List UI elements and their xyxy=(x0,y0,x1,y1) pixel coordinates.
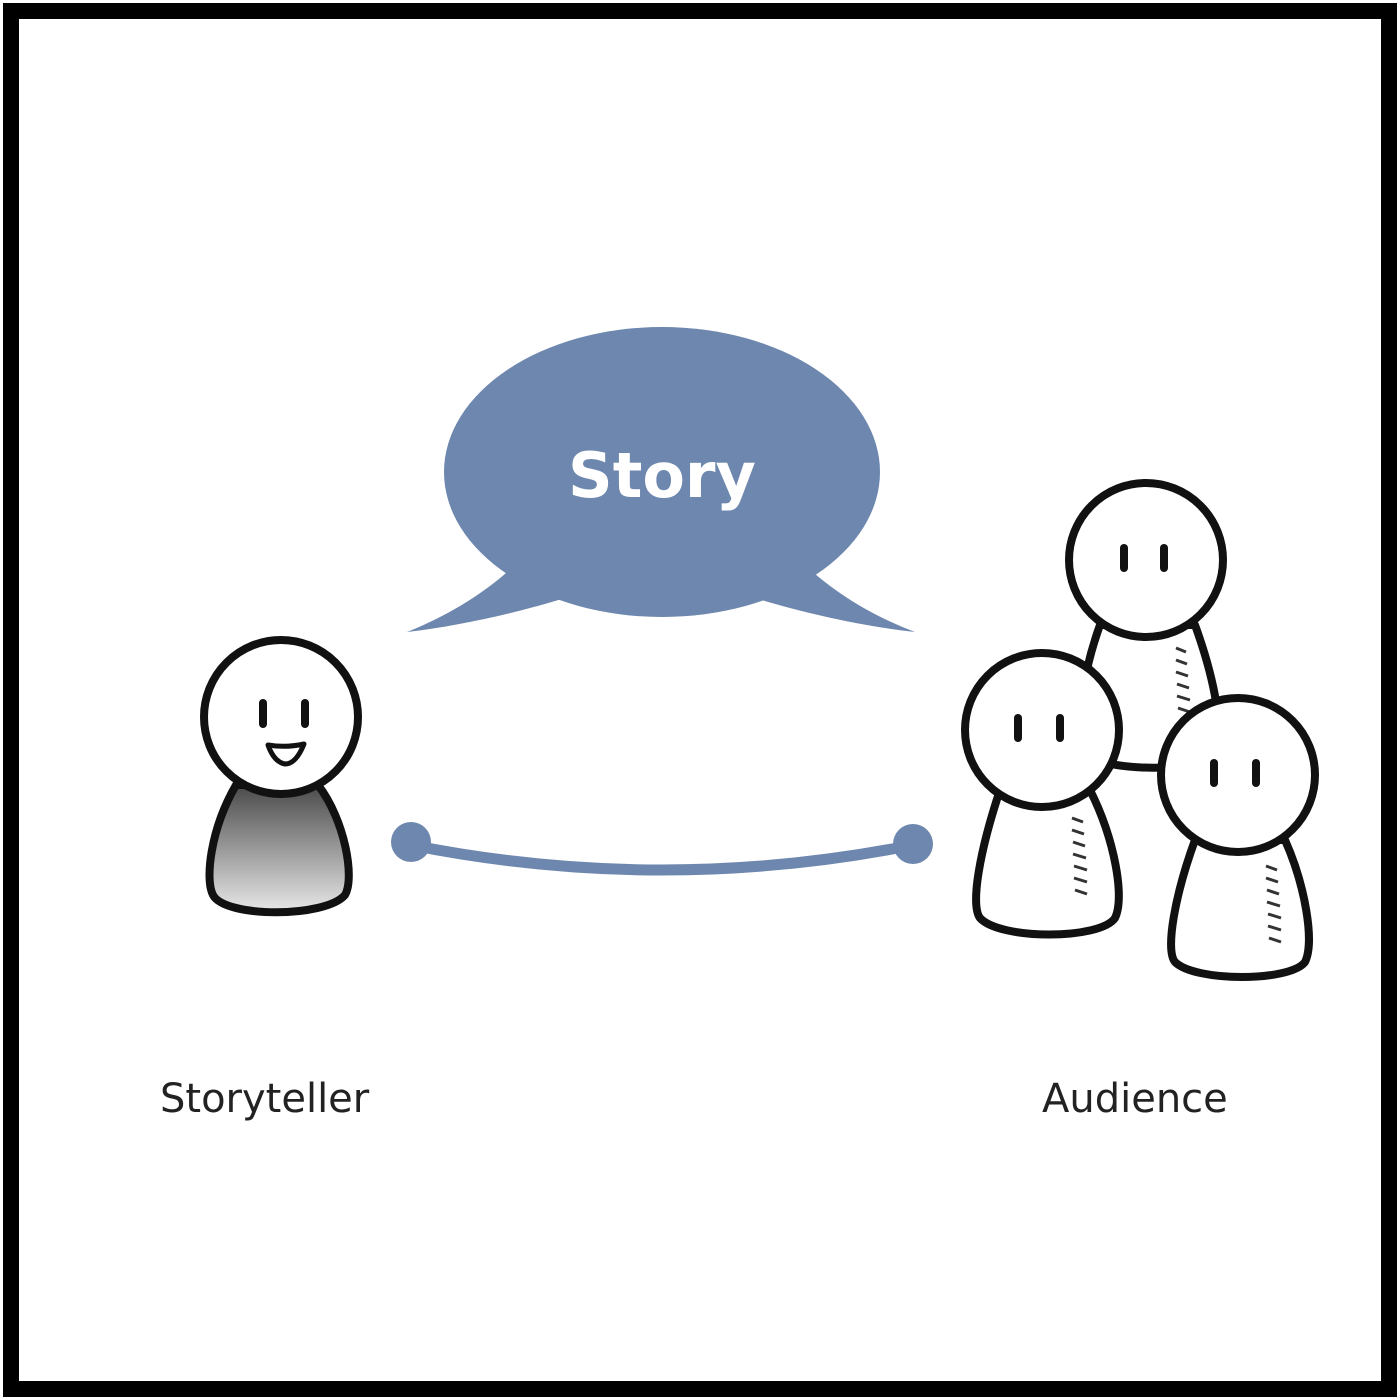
storyteller-smile xyxy=(265,741,307,767)
audience-label: Audience xyxy=(1042,1076,1228,1122)
speech-bubble-body xyxy=(444,327,880,617)
storyteller-label: Storyteller xyxy=(160,1076,370,1122)
connector-dot-left xyxy=(391,822,431,862)
speech-bubble: Story xyxy=(407,327,915,632)
audience-figure-right xyxy=(1157,694,1319,981)
connector xyxy=(391,822,933,876)
person-icon xyxy=(972,786,1123,939)
audience-right-stitch xyxy=(1265,864,1282,944)
speech-bubble-text: Story xyxy=(568,439,756,512)
audience-group xyxy=(961,479,1319,981)
audience-right-head xyxy=(1157,694,1319,856)
person-icon xyxy=(1167,836,1313,981)
audience-back-stitch xyxy=(1175,646,1191,714)
connector-line xyxy=(405,839,919,876)
connector-dot-right xyxy=(893,824,933,864)
storyteller-figure xyxy=(200,636,362,917)
audience-left-stitch xyxy=(1071,816,1088,896)
storyteller-head xyxy=(200,636,362,798)
audience-figure-left xyxy=(961,649,1123,939)
smiling-person-icon xyxy=(205,781,353,917)
outer-border xyxy=(3,3,1397,1397)
audience-back-head xyxy=(1065,479,1227,641)
audience-left-head xyxy=(961,649,1123,811)
